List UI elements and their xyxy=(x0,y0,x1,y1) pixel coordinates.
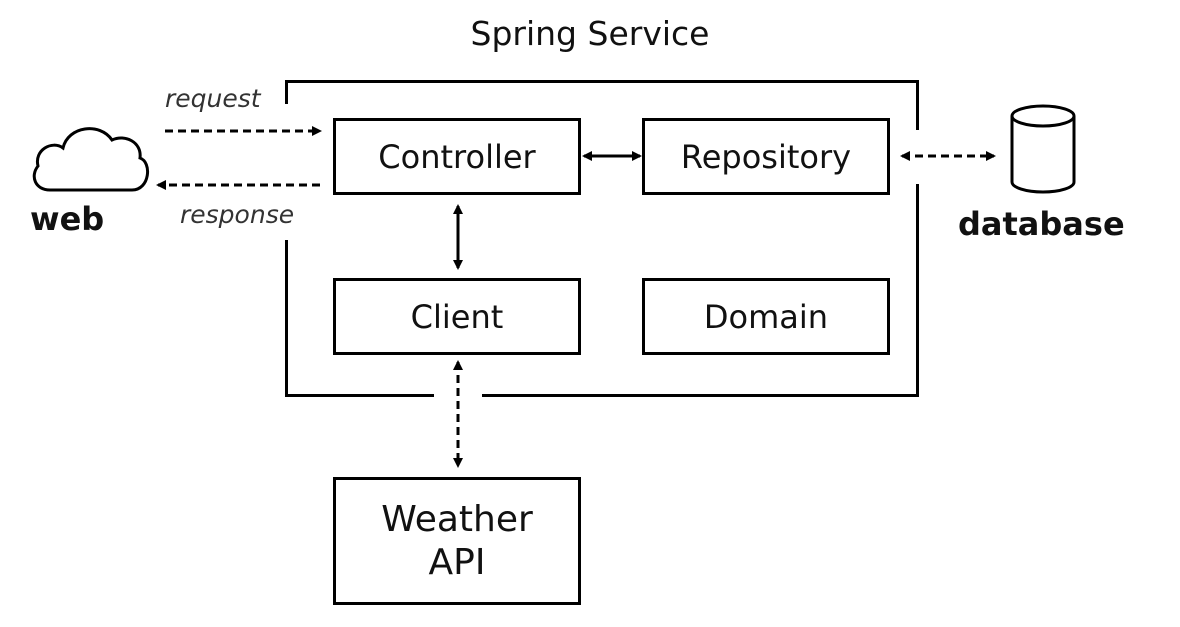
cloud-icon xyxy=(32,127,149,192)
spring-service-title: Spring Service xyxy=(470,14,710,53)
response-label: response xyxy=(180,200,295,229)
controller-label: Controller xyxy=(378,137,536,176)
repository-label: Repository xyxy=(680,137,852,176)
controller-box: Controller xyxy=(333,118,581,195)
request-label: request xyxy=(165,84,261,113)
web-label: web xyxy=(30,200,105,238)
weather-api-label-line2: API xyxy=(428,542,486,583)
client-label: Client xyxy=(410,297,504,336)
weather-api-box: Weather API xyxy=(333,477,581,605)
database-label: database xyxy=(958,205,1125,243)
weather-api-label-line1: Weather xyxy=(381,498,533,540)
boundary-gap-left xyxy=(260,104,310,240)
database-icon xyxy=(1010,104,1076,194)
repository-box: Repository xyxy=(642,118,890,195)
domain-box: Domain xyxy=(642,278,890,355)
domain-label: Domain xyxy=(703,297,829,336)
client-box: Client xyxy=(333,278,581,355)
